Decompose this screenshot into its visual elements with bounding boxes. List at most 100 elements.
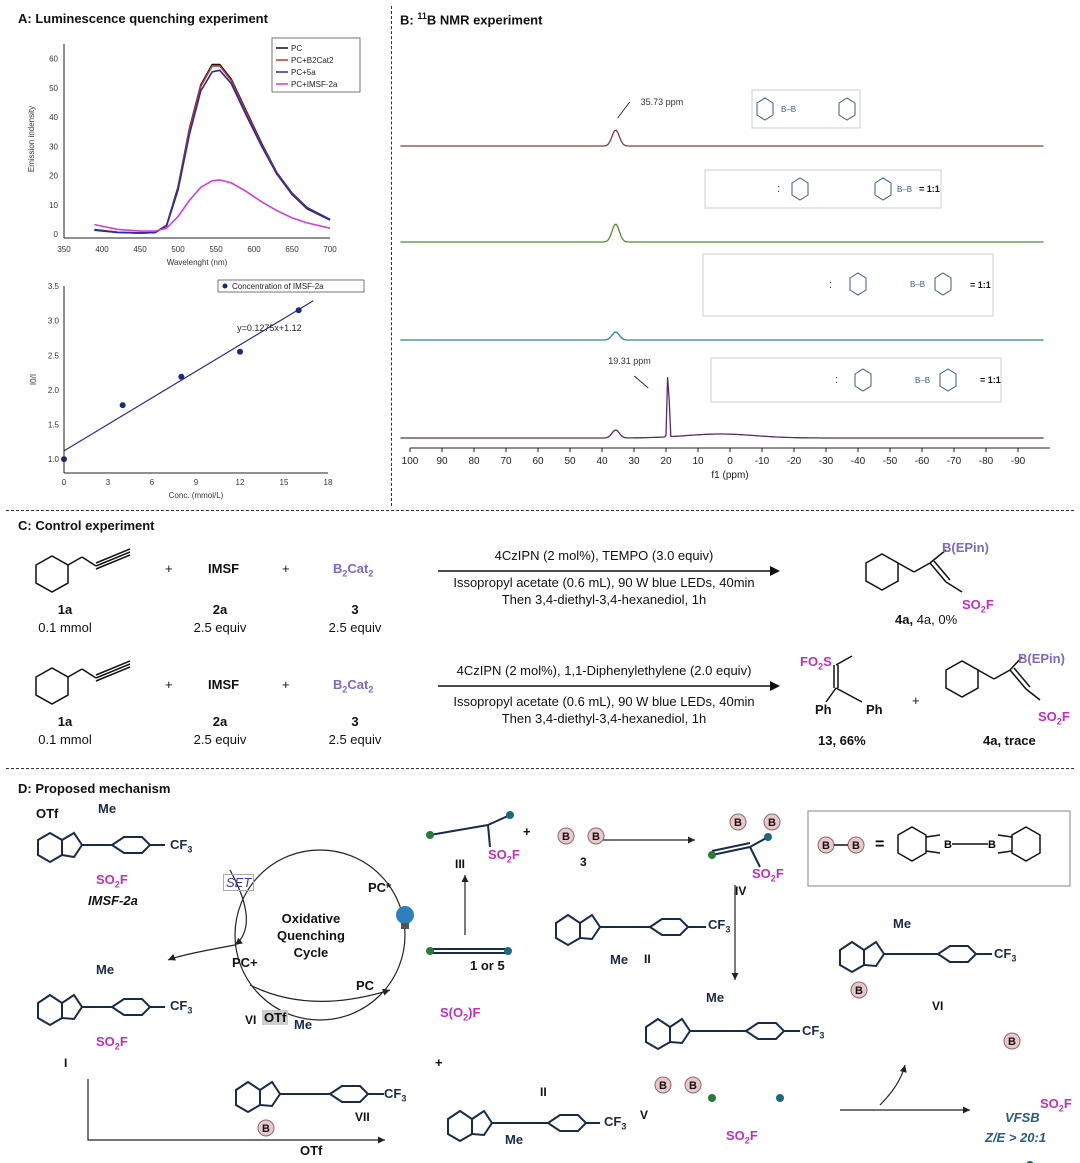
cf3-label: CF3 [604,1114,627,1132]
plus-sign: + [165,677,173,692]
x-tick-label: 600 [247,245,261,254]
svg-text:B: B [562,831,570,843]
plus-sign: + [165,561,173,576]
label-vi: VI [932,999,944,1013]
x-tick-label: 3 [106,478,111,487]
x-tick-label: -60 [915,456,930,467]
plus-sign: + [282,677,290,692]
svg-text:B: B [262,1123,270,1135]
y-tick-label: 2.0 [48,386,60,395]
nmr-spectrum-trace [400,377,1044,439]
structure-box [751,89,861,129]
otf-label: OTf [300,1143,323,1158]
svg-text:B: B [852,840,860,852]
amount-2a: 2.5 equiv [193,620,247,635]
cycle-label-line1: Oxidative [281,911,341,926]
y-tick-label: 3.0 [48,317,60,326]
legend-entry: PC+5a [291,68,316,77]
x-tick-label: 400 [95,245,109,254]
me-label: Me [505,1132,524,1147]
label-i: I [64,1056,68,1070]
label-3: 3 [580,855,587,869]
so2f-label: SO2F [488,847,520,865]
ratio-label: = 1:1 [970,280,991,290]
light-bulb-icon [396,906,414,924]
peak-label: 35.73 ppm [641,97,684,107]
cyclohexane-ring [35,555,69,593]
amount-3: 2.5 equiv [328,620,382,635]
x-tick-label: 500 [171,245,185,254]
y-tick-label: 3.5 [48,282,60,291]
x-tick-label: 12 [236,478,245,487]
cf3-label: CF3 [384,1086,407,1104]
fo2s-label: FO2S [800,654,832,672]
section-b-title-sup: 11 [417,11,427,21]
y-axis-label: Emission indensity [27,106,36,172]
svg-text:B: B [768,817,776,829]
catechol-ring [934,272,952,296]
legend-box [271,37,361,93]
label-1a: 1a [57,714,73,729]
x-tick-label: -80 [979,456,994,467]
so2f-label: SO2F [1038,709,1070,727]
fit-line [63,300,314,452]
cycle-label-line2: Quenching [277,928,345,943]
me-label: Me [98,801,117,816]
x-tick-label: 650 [285,245,299,254]
catechol-ring [838,97,856,121]
amount-1a: 0.1 mmol [38,620,92,635]
fluorosulfonyl-radical: S(O2)F [440,1005,481,1023]
boron-bridge: B–B [897,185,912,194]
colon-separator: : [835,374,838,386]
structure-box [702,253,994,317]
condition-row1-line1: 4CzIPN (2 mol%), TEMPO (3.0 equiv) [494,548,714,563]
reagent-imsf: IMSF [208,561,240,576]
me-label: Me [610,952,629,967]
svg-text:B: B [855,985,863,997]
x-tick-label: 18 [324,478,333,487]
catechol-ring [874,177,892,201]
condition-row2-line1: 4CzIPN (2 mol%), 1,1-Diphenylethylene (2… [456,663,752,678]
x-tick-label: 0 [62,478,67,487]
plus-sign: + [435,1055,443,1070]
x-tick-label: 30 [628,456,640,467]
me-label: Me [706,990,725,1005]
x-tick-label: -10 [755,456,770,467]
nmr-spectrum-trace [400,129,1044,147]
me-label: Me [294,1017,313,1032]
section-b-title: B: 11B NMR experiment [400,11,542,27]
catechol-ring [791,177,809,201]
svg-text:B: B [988,839,996,851]
product-13-yield: 13, 66% [818,733,866,748]
x-tick-label: 700 [323,245,337,254]
bepin-label: B(EPin) [942,540,989,555]
x-tick-label: 550 [209,245,223,254]
x-tick-label: 0 [727,456,733,467]
x-tick-label: 9 [194,478,199,487]
cf3-label: CF3 [708,917,731,935]
y-axis-label: I0/I [29,374,38,385]
cf3-label: CF3 [170,998,193,1016]
so2f-label: SO2F [1040,1096,1072,1114]
label-2a: 2a [212,602,228,617]
section-b-title-rest: B NMR experiment [426,12,543,28]
x-tick-label: -50 [883,456,898,467]
me-label: Me [96,962,115,977]
ph-label: Ph [815,702,832,717]
x-axis-label: Wavelenght (nm) [167,258,228,267]
emission-series-line [94,179,331,232]
otf-label: OTf [36,806,59,821]
so2f-label: SO2F [726,1128,758,1146]
data-point [178,373,185,380]
set-label: SET [223,874,255,891]
product-4a-trace: 4a, trace [983,733,1036,748]
svg-text:B: B [944,839,952,851]
x-tick-label: 50 [564,456,576,467]
control-experiment-scheme [35,548,1041,705]
condition-row2-line3: Then 3,4-diethyl-3,4-hexanediol, 1h [501,711,707,726]
x-tick-label: 15 [280,478,289,487]
x-tick-label: 450 [133,245,147,254]
y-tick-label: 1.5 [48,421,60,430]
x-tick-label: -40 [851,456,866,467]
